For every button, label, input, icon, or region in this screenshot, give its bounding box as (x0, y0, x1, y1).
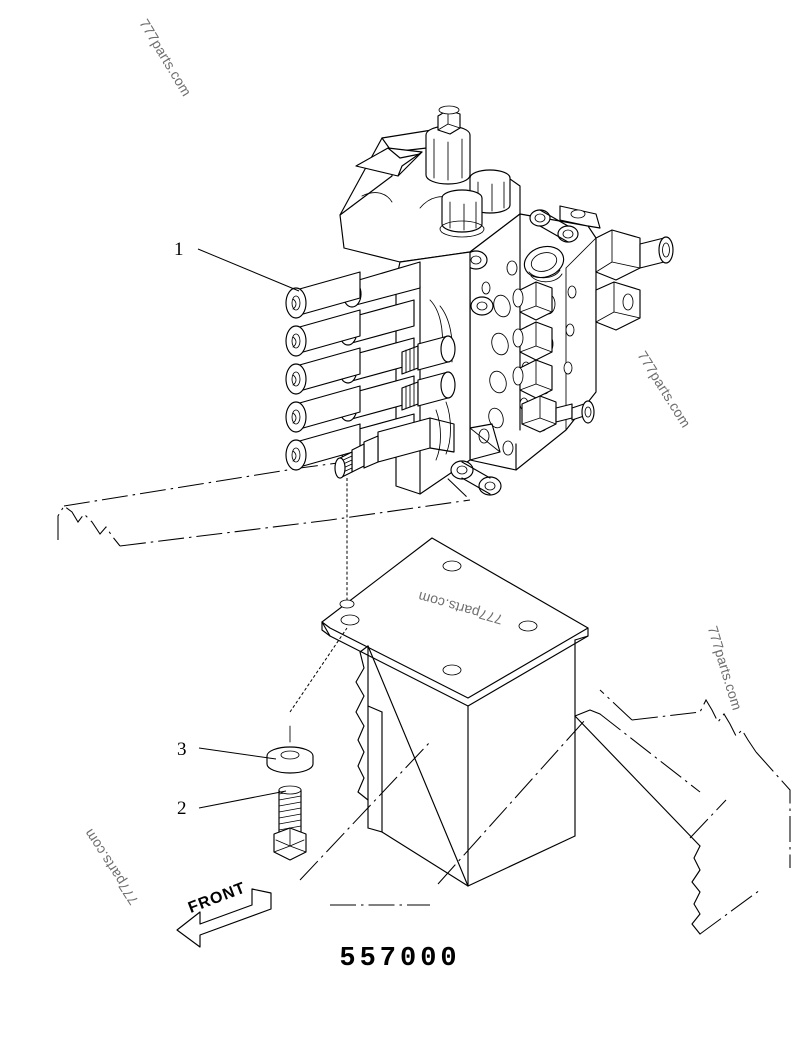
part-number-label: 557000 (339, 944, 461, 974)
adjuster-2 (401, 371, 456, 411)
upper-port-fittings (464, 209, 579, 316)
relief-cartridge-2 (512, 321, 553, 361)
relief-cartridge-1 (512, 281, 553, 321)
callout-number-1: 1 (174, 239, 184, 260)
bolt-part (273, 785, 307, 861)
relief-cartridge-4-with-stem (521, 395, 595, 433)
control-valve-assembly (285, 105, 674, 496)
leader-line-3 (198, 747, 277, 760)
callout-number-2: 2 (177, 798, 187, 819)
pilot-port-plug-front (439, 189, 485, 238)
spool-front-1 (285, 271, 361, 319)
callout-number-3: 3 (177, 739, 187, 760)
assembly-axis-line (289, 478, 355, 713)
callout-leader-lines (197, 248, 300, 809)
mounting-bracket (321, 537, 761, 935)
relief-valve-cartridges (512, 281, 595, 433)
spool-front-2 (285, 309, 361, 357)
leader-line-2 (198, 790, 287, 809)
spool-front-3 (285, 347, 361, 395)
lower-flange-ears (450, 460, 502, 496)
spool-row-front (285, 271, 361, 471)
relief-cartridge-3 (512, 359, 553, 399)
adjuster-1 (401, 335, 456, 375)
phantom-adjacent-structure-right (599, 689, 791, 868)
phantom-floor-plane (299, 719, 586, 906)
leader-line-1 (197, 248, 300, 292)
top-relief-plug (425, 105, 471, 185)
spool-adjuster-screws (401, 335, 456, 411)
front-direction-arrow (176, 888, 272, 948)
spool-front-4 (285, 385, 361, 433)
washer-part (266, 725, 314, 774)
spool-front-5 (285, 423, 361, 471)
lower-relief-stem (334, 417, 455, 479)
inlet-outlet-block (595, 229, 674, 331)
